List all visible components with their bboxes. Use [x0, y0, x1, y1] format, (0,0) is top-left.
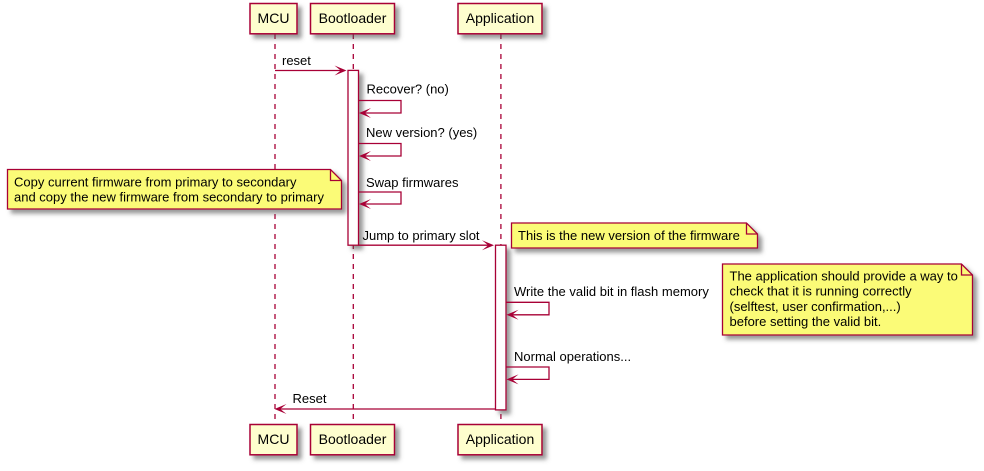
svg-text:before setting the valid bit.: before setting the valid bit. — [730, 314, 882, 329]
svg-text:MCU: MCU — [258, 431, 290, 447]
svg-text:Bootloader: Bootloader — [319, 431, 387, 447]
svg-text:The application should provide: The application should provide a way to — [730, 268, 958, 283]
svg-text:Copy current firmware from pri: Copy current firmware from primary to se… — [14, 174, 297, 189]
svg-text:New version? (yes): New version? (yes) — [366, 125, 477, 140]
svg-text:Bootloader: Bootloader — [319, 10, 387, 26]
svg-text:Normal operations...: Normal operations... — [514, 349, 631, 364]
svg-text:check that it is running corre: check that it is running correctly — [730, 284, 913, 299]
svg-text:Application: Application — [466, 10, 535, 26]
svg-text:MCU: MCU — [258, 10, 290, 26]
svg-text:This is the new version of the: This is the new version of the firmware — [518, 228, 740, 243]
svg-text:reset: reset — [282, 53, 311, 68]
svg-text:Write the valid bit in flash m: Write the valid bit in flash memory — [514, 284, 709, 299]
svg-text:Jump to primary slot: Jump to primary slot — [363, 228, 480, 243]
svg-text:Reset: Reset — [293, 391, 327, 406]
svg-text:(selftest, user confirmation,.: (selftest, user confirmation,...) — [730, 299, 901, 314]
svg-text:Application: Application — [466, 431, 535, 447]
svg-text:Recover? (no): Recover? (no) — [367, 81, 449, 96]
svg-text:and copy the new firmware from: and copy the new firmware from secondary… — [14, 189, 324, 204]
svg-text:Swap firmwares: Swap firmwares — [366, 175, 459, 190]
